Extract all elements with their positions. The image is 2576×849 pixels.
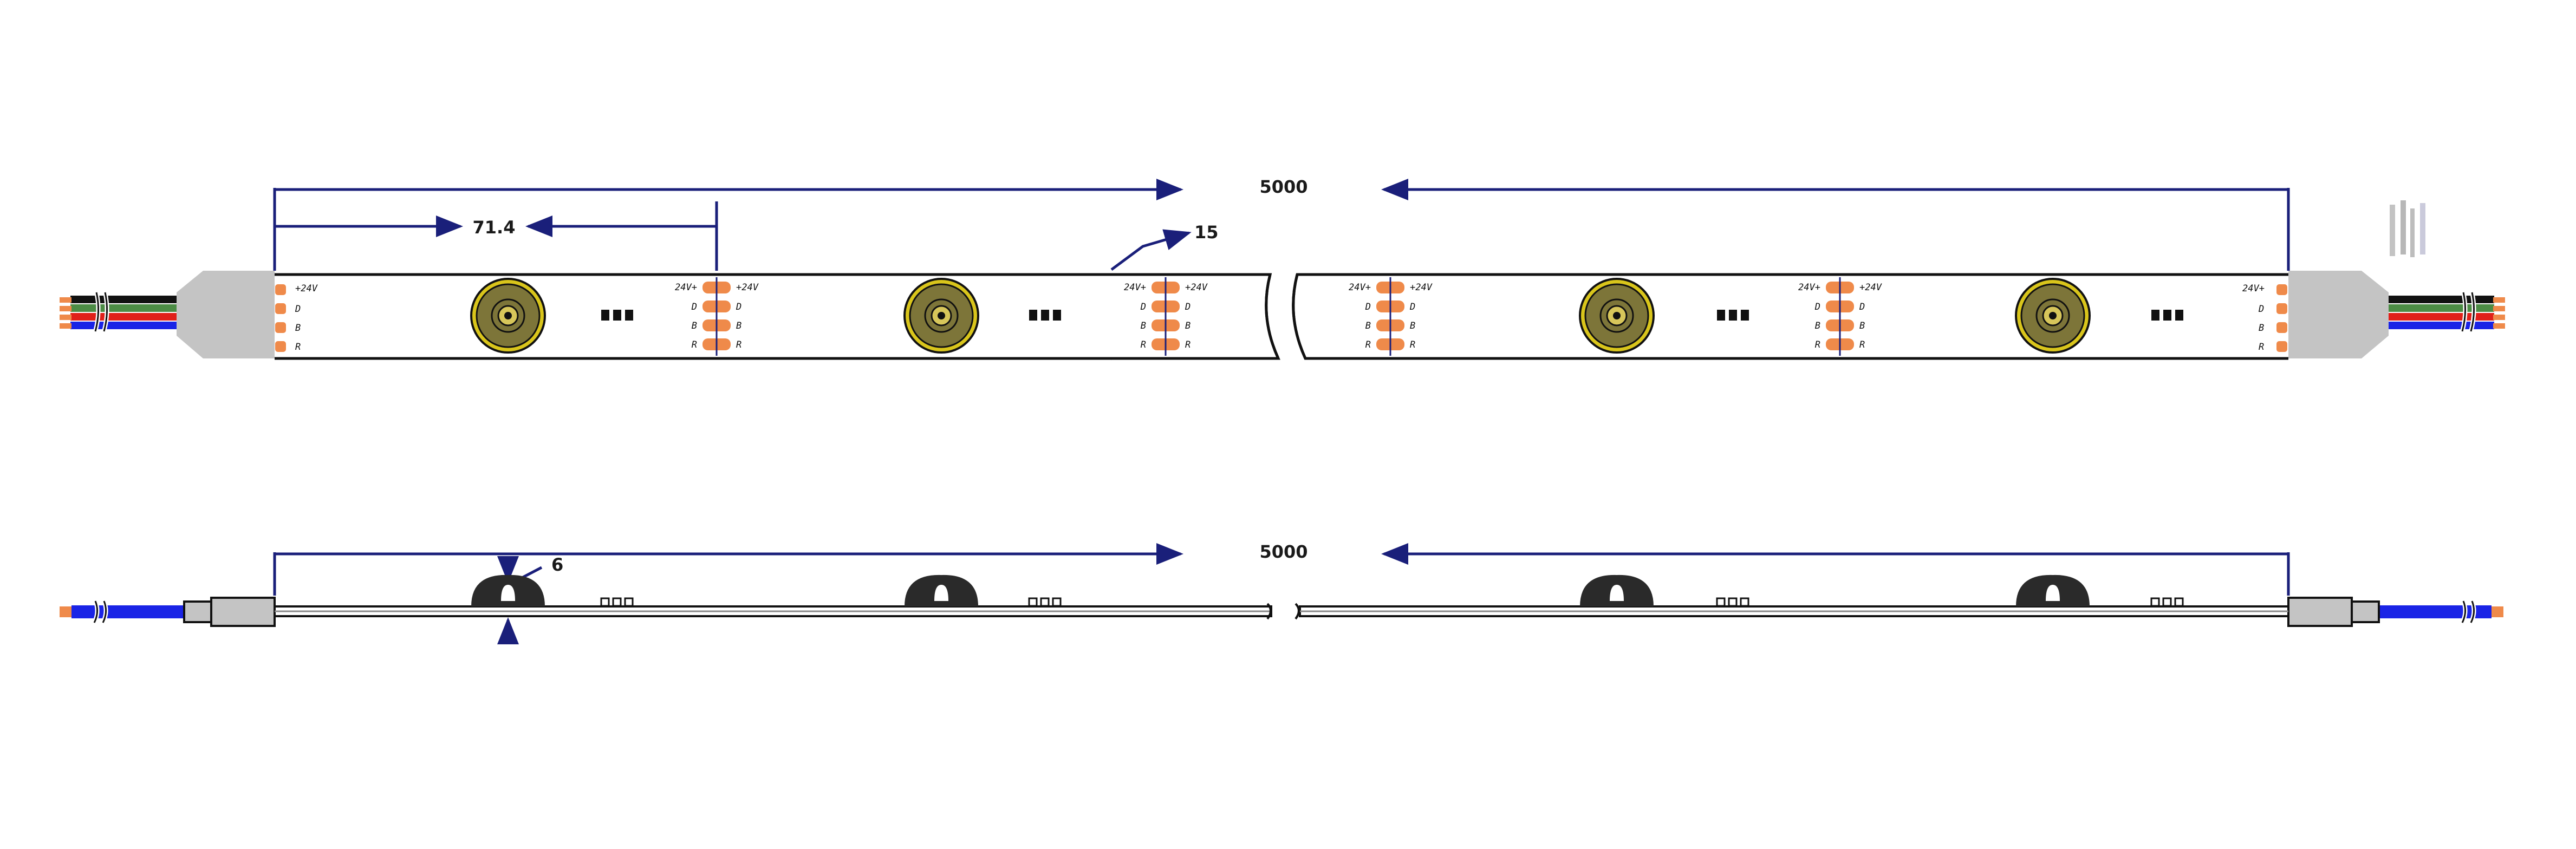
pad-label: R <box>692 339 697 350</box>
right-wire-bundle <box>2386 292 2505 332</box>
pad-label: B <box>1185 321 1191 331</box>
end-pad-label-left: +24V <box>295 283 318 294</box>
total-length-dimension-bottom <box>273 543 2290 596</box>
pad-label: B <box>1141 321 1146 331</box>
end-pad-label-left-r: R <box>295 342 301 352</box>
led-side-profile <box>2016 574 2090 606</box>
pad-label: B <box>1815 321 1820 331</box>
led-emitters-side <box>471 574 2090 606</box>
pad-label: R <box>1410 339 1415 350</box>
pad-label: B <box>1365 321 1371 331</box>
ic-chip <box>601 310 633 321</box>
left-side-connector <box>183 597 276 627</box>
pad-label: +24V <box>736 282 759 293</box>
ic-chips-side <box>600 597 2184 607</box>
left-end-connector <box>177 271 275 358</box>
led-emitter <box>2015 278 2091 354</box>
ic-chip <box>1717 310 1749 321</box>
led-side-profile <box>905 574 978 606</box>
ic-chip-side <box>1716 597 1749 607</box>
pad-label: R <box>1365 339 1371 350</box>
led-emitter <box>470 278 546 354</box>
total-length-label-top: 5000 <box>1259 177 1307 197</box>
left-side-wire <box>60 600 185 624</box>
pad-label: D <box>691 302 697 312</box>
ic-chip-side <box>1028 597 1062 607</box>
ic-chips-top <box>601 310 2183 321</box>
side-strip <box>274 605 2289 617</box>
pad-label: B <box>692 321 697 331</box>
pad-label: +24V <box>1859 282 1882 293</box>
total-length-label-bottom: 5000 <box>1259 541 1307 562</box>
end-pad-label-left-b: B <box>295 323 301 334</box>
pad-label: B <box>1410 321 1415 331</box>
ic-chip-side <box>2150 597 2184 607</box>
pad-label: 24V+ <box>1349 282 1371 293</box>
pad-label: D <box>1185 302 1191 312</box>
strip-body-right <box>1292 273 2288 360</box>
end-pad-label-left-d: D <box>295 304 301 315</box>
pad-label: 24V+ <box>1124 282 1146 293</box>
pad-label: D <box>1365 302 1371 312</box>
pad-label: R <box>1859 339 1865 350</box>
end-pad-label-right-d: D <box>2258 304 2264 315</box>
pad-label: D <box>1140 302 1146 312</box>
pitch-dimension <box>275 201 718 271</box>
pad-label: B <box>1859 321 1865 331</box>
ic-chip-side <box>600 597 634 607</box>
pad-label: D <box>1814 302 1820 312</box>
end-pad-label-right: 24V+ <box>2242 283 2265 294</box>
led-emitters-top <box>470 278 2091 354</box>
strip-break <box>1265 274 1307 360</box>
total-length-dimension-top <box>273 179 2290 271</box>
pad-label: D <box>1409 302 1415 312</box>
pad-label: R <box>1815 339 1820 350</box>
pad-label: +24V <box>1185 282 1208 293</box>
pad-label: B <box>736 321 741 331</box>
pad-label: 24V+ <box>1798 282 1820 293</box>
pad-label: R <box>1185 339 1191 350</box>
blur-artifact <box>2390 200 2425 257</box>
side-view: 5000 6 <box>60 541 2503 644</box>
width-label: 15 <box>1194 222 1219 243</box>
right-end-connector <box>2288 271 2389 358</box>
side-strip-break <box>1266 603 1300 620</box>
end-pad-label-right-r: R <box>2259 342 2264 352</box>
end-pad-label-right-b: B <box>2259 323 2264 334</box>
led-emitter <box>903 278 979 354</box>
top-view: 5000 71.4 15 <box>60 177 2505 360</box>
pad-label: R <box>1141 339 1146 350</box>
ic-chip <box>1029 310 1061 321</box>
pad-label: D <box>736 302 741 312</box>
ic-chip <box>2151 310 2183 321</box>
left-wire-bundle <box>60 292 179 332</box>
thickness-label: 6 <box>551 554 563 575</box>
pad-label: +24V <box>1410 282 1433 293</box>
led-emitter <box>1579 278 1655 354</box>
pad-label: R <box>736 339 741 350</box>
pad-label: 24V+ <box>675 282 697 293</box>
pitch-label: 71.4 <box>473 217 516 238</box>
led-side-profile <box>1580 574 1654 606</box>
right-side-wire <box>2378 600 2503 624</box>
pad-label: D <box>1859 302 1865 312</box>
right-side-connector <box>2287 597 2380 627</box>
led-side-profile <box>471 574 545 606</box>
end-pads-right <box>2276 284 2287 352</box>
end-pads-left <box>275 284 286 352</box>
